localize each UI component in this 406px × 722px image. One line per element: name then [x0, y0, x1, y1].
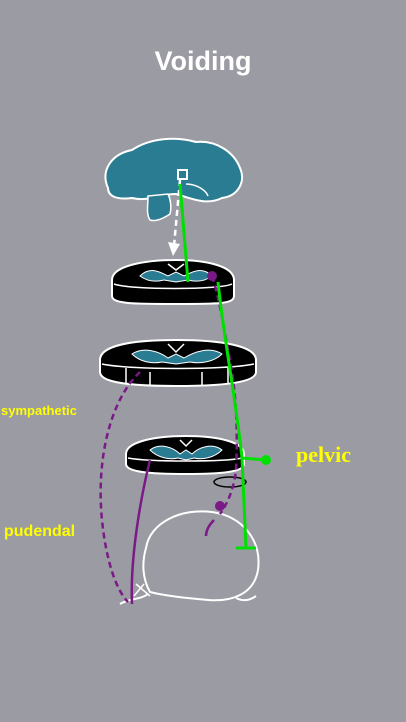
diagram-title: Voiding — [154, 46, 252, 76]
label-pelvic: pelvic — [296, 442, 351, 467]
label-pudendal: pudendal — [4, 523, 76, 540]
brainstem-arrow — [168, 179, 182, 256]
label-sympathetic: sympathetic — [1, 403, 77, 418]
lower-cord-section — [125, 434, 245, 476]
sympathetic-pudendal-nerves — [99, 271, 238, 605]
ganglion — [213, 476, 247, 488]
pelvic-nerve — [178, 183, 271, 550]
middle-cord-section — [99, 338, 257, 388]
bladder — [119, 510, 260, 605]
upper-cord-section — [111, 258, 235, 305]
brain — [104, 137, 243, 222]
